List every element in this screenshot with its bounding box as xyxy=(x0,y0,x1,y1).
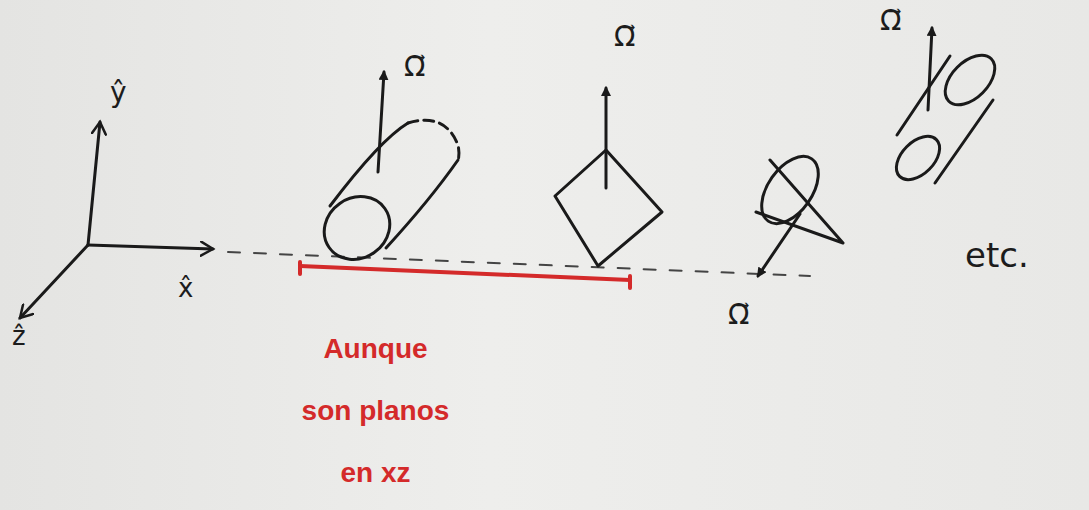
red-bracket xyxy=(300,262,630,288)
note: etc. xyxy=(965,237,1029,274)
x-axis xyxy=(88,245,213,249)
vector-label: Ω⃗ xyxy=(728,300,749,331)
dashed-baseline xyxy=(228,252,810,276)
cylinder xyxy=(312,72,459,272)
y-axis xyxy=(88,122,100,245)
cube xyxy=(555,88,662,266)
vector-label: Ω⃗ xyxy=(880,6,901,37)
axis-label: x̂ xyxy=(178,274,193,303)
axis-label: ẑ xyxy=(12,322,26,351)
cone xyxy=(750,146,843,276)
axis-label: ŷ xyxy=(110,78,127,109)
vector-label: Ω⃗ xyxy=(404,52,425,83)
cylinder xyxy=(888,28,1004,188)
red-note: Aunque son planos en xz xyxy=(298,318,453,504)
vector-label: Ω⃗ xyxy=(614,22,635,53)
z-axis xyxy=(20,245,88,318)
